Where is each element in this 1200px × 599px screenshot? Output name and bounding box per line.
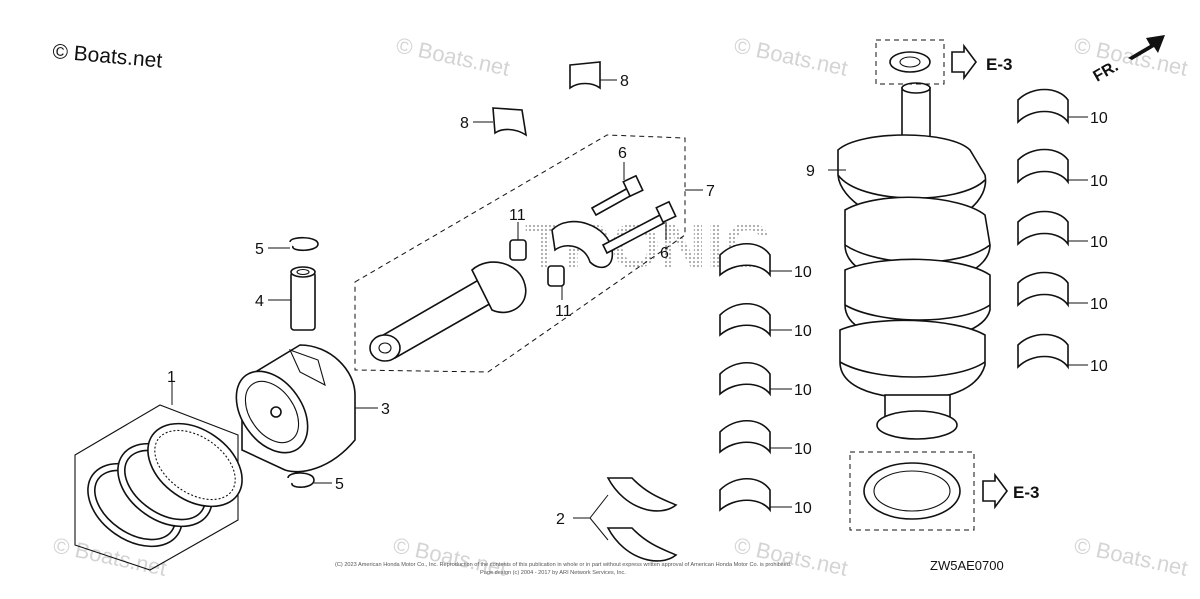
callout-thrust-washer: 2	[556, 511, 565, 528]
thrust-washers	[573, 477, 678, 562]
footer-notice-line2: Page design (c) 2004 - 2017 by ARI Netwo…	[480, 570, 626, 576]
callout-main-bearing-l4: 10	[794, 441, 812, 458]
oil-seal-upper	[875, 39, 977, 85]
callout-main-bearing-r2: 10	[1090, 173, 1108, 190]
callout-piston-pin: 4	[255, 293, 264, 310]
callout-main-bearing-l2: 10	[794, 323, 812, 340]
pin-clip-bottom	[287, 472, 332, 488]
piston	[235, 344, 378, 473]
watermark: © Boats.net	[394, 32, 512, 80]
rod-bearing-left	[473, 107, 528, 137]
callout-main-bearing-r1: 10	[1090, 110, 1108, 127]
callout-dowel-pin-bottom: 11	[555, 303, 572, 320]
front-arrow-icon	[1128, 35, 1165, 60]
connecting-rod-assembly	[354, 134, 703, 373]
callout-crankshaft: 9	[806, 163, 815, 180]
pin-clip-top	[268, 236, 319, 252]
watermark: © Boats.net	[1072, 532, 1190, 580]
callout-main-bearing-l5: 10	[794, 500, 812, 517]
callout-main-bearing-r4: 10	[1090, 296, 1108, 313]
callout-pin-clip-bottom: 5	[335, 476, 344, 493]
piston-ring-set	[74, 380, 243, 571]
rod-bearing-top	[569, 61, 617, 90]
callout-main-bearing-l3: 10	[794, 382, 812, 399]
piston-pin	[268, 266, 316, 331]
reference-e3-lower: E-3	[1013, 483, 1039, 502]
callout-piston: 3	[381, 401, 390, 418]
main-bearings-left	[719, 243, 792, 513]
footer-notice-line1: (C) 2023 American Honda Motor Co., Inc. …	[335, 562, 792, 568]
crankshaft	[828, 82, 991, 440]
callout-main-bearing-r5: 10	[1090, 358, 1108, 375]
callout-main-bearing-r3: 10	[1090, 234, 1108, 251]
callout-rod-bearing-b: 8	[460, 115, 469, 132]
callout-rod-bolt-top: 6	[618, 145, 627, 162]
callout-connecting-rod: 7	[706, 183, 715, 200]
callout-dowel-pin-top: 11	[509, 207, 526, 224]
copyright-mark: © Boats.net	[52, 40, 164, 73]
reference-e3-upper: E-3	[986, 55, 1012, 74]
oil-seal-lower	[849, 451, 1008, 531]
main-bearings-right	[1017, 88, 1088, 370]
watermark: © Boats.net	[732, 532, 850, 580]
callout-rod-bolt-lower: 6	[660, 245, 669, 262]
watermark: © Boats.net	[732, 32, 850, 80]
callout-rod-bearing-a: 8	[620, 73, 629, 90]
callout-piston-ring-set: 1	[167, 369, 176, 386]
callout-main-bearing-l1: 10	[794, 264, 812, 281]
callout-pin-clip-top: 5	[255, 241, 264, 258]
diagram-code: ZW5AE0700	[930, 558, 1004, 573]
